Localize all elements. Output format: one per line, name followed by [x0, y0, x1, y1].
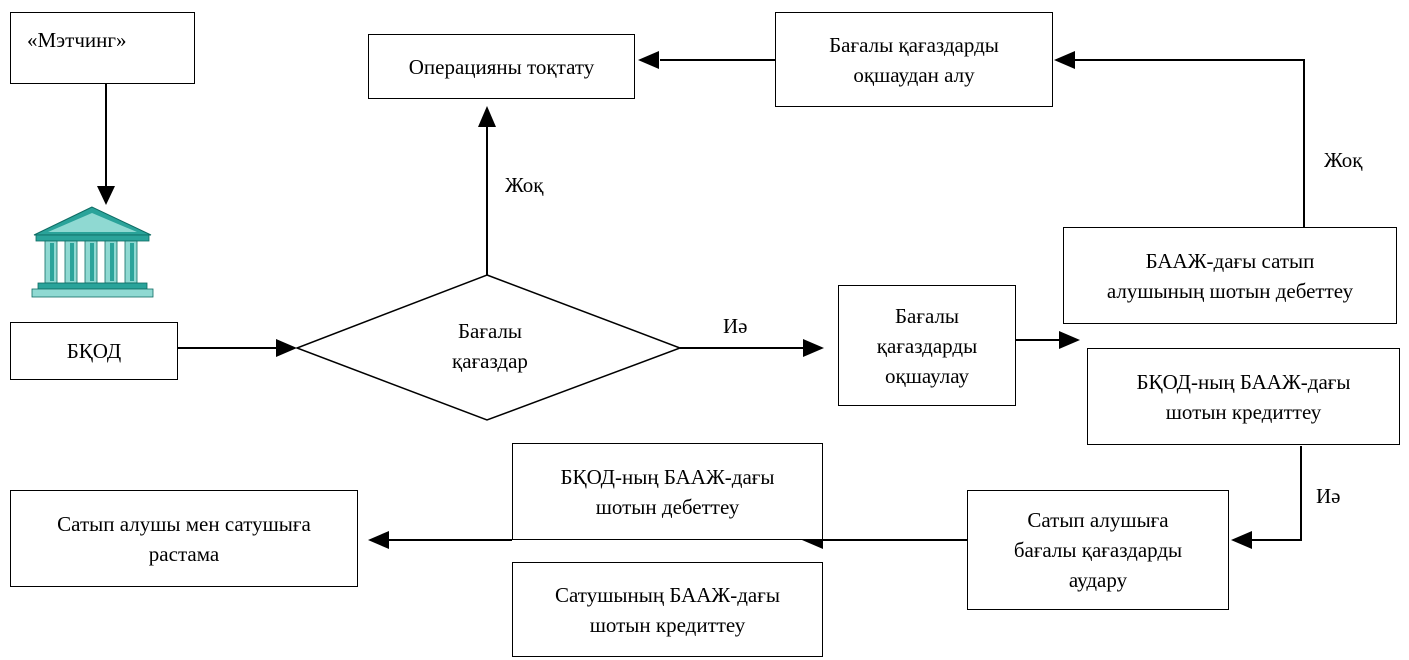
credit-seller-box: Сатушының БААЖ-дағы шотын кредиттеу	[512, 562, 823, 657]
arrow-debit-to-remove	[1074, 59, 1305, 227]
arrowhead	[97, 186, 115, 205]
stop-operation-box: Операцияны тоқтату	[368, 34, 635, 99]
arrowhead	[478, 106, 496, 127]
branch-label-yes-middle: Иә	[723, 314, 748, 338]
credit-bkod-box: БҚОД-ның БААЖ-дағы шотын кредиттеу	[1087, 348, 1400, 445]
arrowhead	[638, 51, 659, 69]
isolate-box: Бағалы қағаздарды оқшаулау	[838, 285, 1016, 406]
branch-label-yes-right: Иә	[1316, 484, 1341, 508]
debit-buyer-box: БААЖ-дағы сатып алушының шотын дебеттеу	[1063, 227, 1397, 324]
remove-isolation-box: Бағалы қағаздарды оқшаудан алу	[775, 12, 1053, 107]
transfer-box: Сатып алушыға бағалы қағаздарды аудару	[967, 490, 1229, 610]
arrowhead	[368, 531, 389, 549]
arrowhead	[1231, 531, 1252, 549]
matching-box: «Мэтчинг»	[10, 12, 195, 84]
arrowhead	[276, 339, 297, 357]
decision-label: Бағалы қағаздар	[452, 319, 528, 373]
bank-building-icon	[31, 206, 154, 298]
bkod-box: БҚОД	[10, 322, 178, 380]
decision-diamond	[294, 274, 683, 421]
arrow-credit-to-transfer	[1250, 446, 1302, 541]
branch-label-no-top: Жоқ	[505, 173, 544, 197]
debit-bkod-box: БҚОД-ның БААЖ-дағы шотын дебеттеу	[512, 443, 823, 540]
arrowhead	[803, 339, 824, 357]
arrowhead	[1054, 51, 1075, 69]
branch-label-no-right: Жоқ	[1324, 148, 1363, 172]
confirmation-box: Сатып алушы мен сатушыға растама	[10, 490, 358, 587]
arrowhead	[1059, 331, 1080, 349]
